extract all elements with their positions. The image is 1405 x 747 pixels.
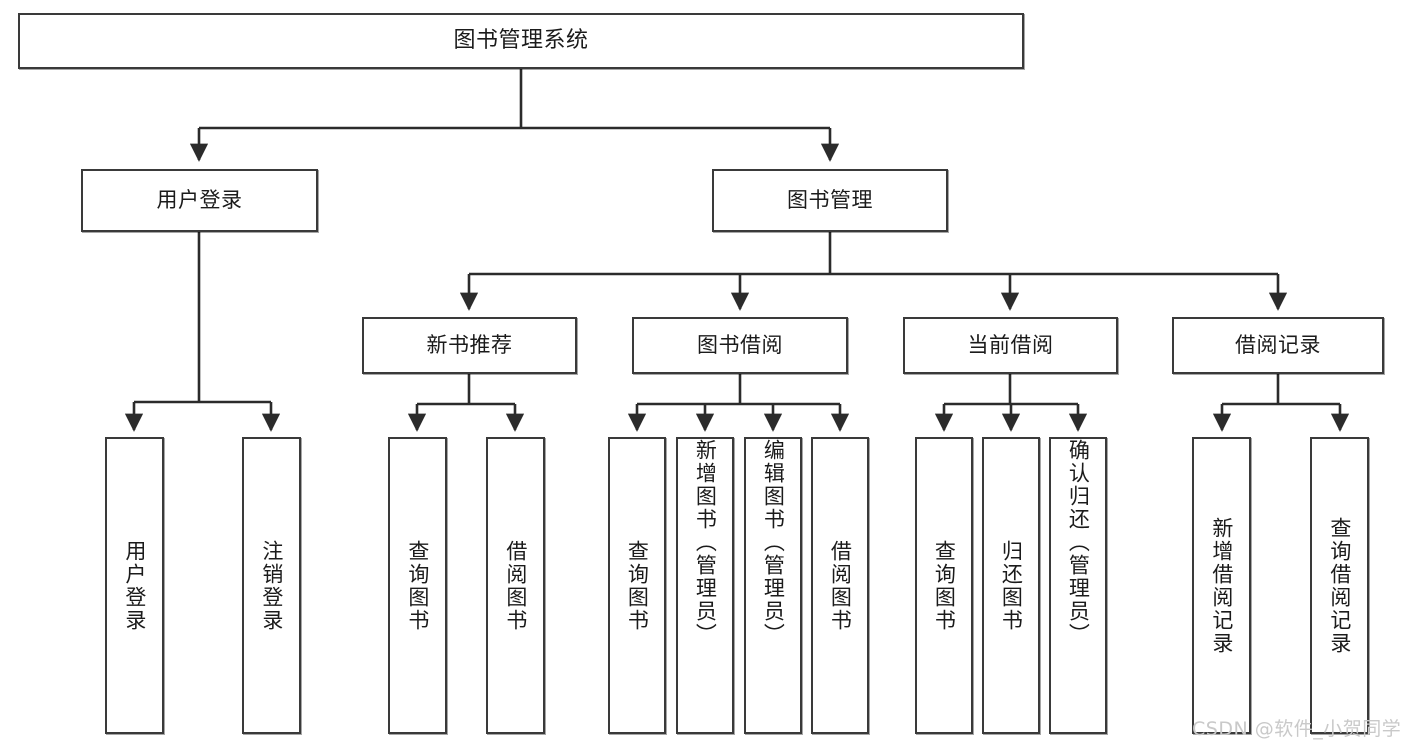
leaf-query-record[interactable]: 查询借阅记录	[1310, 437, 1369, 734]
leaf-borrow-book-1[interactable]: 借阅图书	[486, 437, 545, 734]
leaf-edit-book-label: 编辑图书（管理员）	[761, 439, 786, 646]
node-current-borrow-label: 当前借阅	[967, 333, 1054, 358]
node-new-book-recommend[interactable]: 新书推荐	[362, 317, 577, 374]
node-book-manage[interactable]: 图书管理	[712, 169, 948, 232]
leaf-add-record-label: 新增借阅记录	[1209, 516, 1234, 655]
leaf-borrow-book-1-label: 借阅图书	[503, 539, 528, 632]
node-borrow-record-label: 借阅记录	[1235, 333, 1321, 358]
leaf-borrow-book-2-label: 借阅图书	[828, 539, 853, 632]
node-book-manage-label: 图书管理	[787, 188, 873, 213]
leaf-query-book-2[interactable]: 查询图书	[608, 437, 666, 734]
leaf-return-book-label: 归还图书	[999, 539, 1024, 632]
leaf-edit-book[interactable]: 编辑图书（管理员）	[744, 437, 802, 734]
node-book-borrow-label: 图书借阅	[697, 333, 783, 358]
leaf-confirm-return-label: 确认归还（管理员）	[1066, 439, 1091, 646]
leaf-user-logout[interactable]: 注销登录	[242, 437, 301, 734]
leaf-confirm-return[interactable]: 确认归还（管理员）	[1049, 437, 1107, 734]
leaf-query-record-label: 查询借阅记录	[1327, 516, 1352, 655]
node-current-borrow[interactable]: 当前借阅	[903, 317, 1118, 374]
leaf-user-login[interactable]: 用户登录	[105, 437, 164, 734]
leaf-query-book-1[interactable]: 查询图书	[388, 437, 447, 734]
node-root-label: 图书管理系统	[453, 28, 589, 54]
leaf-add-book[interactable]: 新增图书（管理员）	[676, 437, 734, 734]
leaf-user-logout-label: 注销登录	[259, 539, 284, 632]
node-root[interactable]: 图书管理系统	[18, 13, 1024, 69]
leaf-query-book-2-label: 查询图书	[625, 539, 650, 632]
node-user-login-label: 用户登录	[156, 188, 243, 213]
leaf-query-book-3[interactable]: 查询图书	[915, 437, 973, 734]
leaf-query-book-3-label: 查询图书	[932, 539, 957, 632]
node-book-borrow[interactable]: 图书借阅	[632, 317, 848, 374]
leaf-borrow-book-2[interactable]: 借阅图书	[811, 437, 869, 734]
leaf-add-record[interactable]: 新增借阅记录	[1192, 437, 1251, 734]
leaf-add-book-label: 新增图书（管理员）	[693, 439, 718, 646]
leaf-user-login-label: 用户登录	[122, 539, 147, 632]
node-new-book-recommend-label: 新书推荐	[426, 333, 513, 358]
leaf-return-book[interactable]: 归还图书	[982, 437, 1040, 734]
node-user-login[interactable]: 用户登录	[81, 169, 318, 232]
leaf-query-book-1-label: 查询图书	[405, 539, 430, 632]
node-borrow-record[interactable]: 借阅记录	[1172, 317, 1384, 374]
